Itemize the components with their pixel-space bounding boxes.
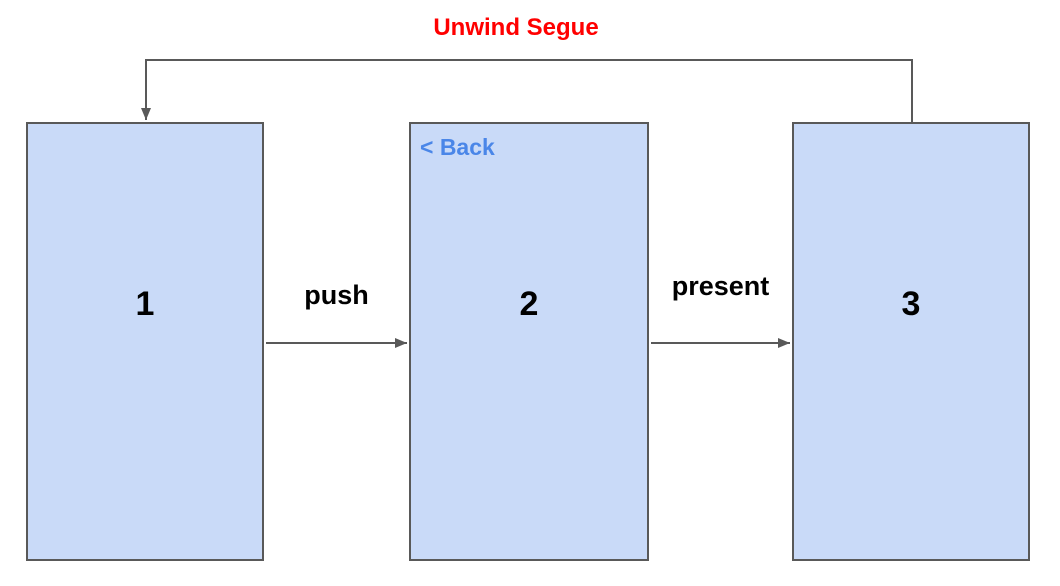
push-arrow-label: push [304,280,369,310]
view-controller-3-label: 3 [901,285,921,323]
view-controller-2-label: 2 [519,285,539,323]
unwind-segue-label: Unwind Segue [433,14,599,41]
view-controller-1-label: 1 [135,285,155,323]
present-arrow-label: present [671,271,770,301]
view-controller-2: < Back 2 [409,122,649,561]
unwind-segue-arrow [141,59,913,122]
view-controller-1: 1 [26,122,264,561]
view-controller-3: 3 [792,122,1030,561]
back-button-label: < Back [420,134,495,160]
